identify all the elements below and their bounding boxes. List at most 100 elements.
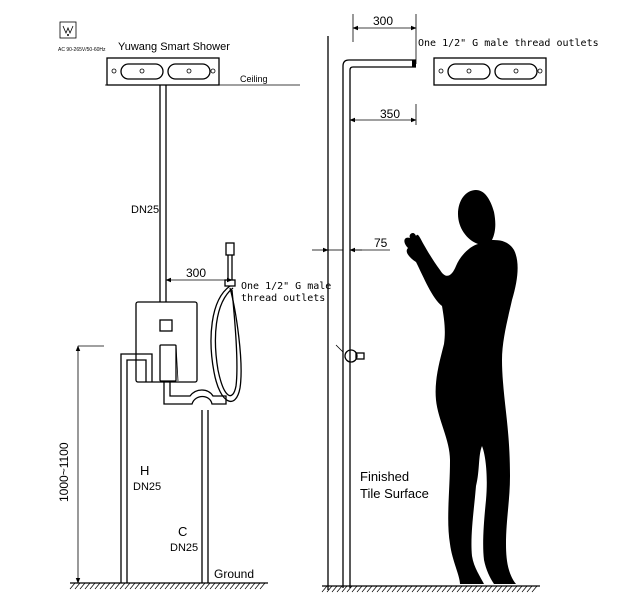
ground-hatch-mark: [431, 585, 438, 593]
ground-hatch-mark: [436, 585, 443, 593]
ground-hatch-mark: [476, 585, 483, 593]
outlet-right-label: One 1/2" G male thread outlets: [418, 38, 599, 49]
ground-hatch-mark: [396, 585, 403, 593]
ground-hatch-mark: [184, 582, 191, 590]
ground-hatch-mark: [326, 585, 333, 593]
ground-hatch-mark: [411, 585, 418, 593]
ground-hatch-mark: [129, 582, 136, 590]
ground-hatch-mark: [74, 582, 81, 590]
ground-hatch-mark: [139, 582, 146, 590]
mixing-valve: [335, 344, 365, 363]
ground-hatch-mark: [351, 585, 358, 593]
ground-hatch-mark: [149, 582, 156, 590]
ground-hatch-mark: [84, 582, 91, 590]
ground-hatch-mark: [466, 585, 473, 593]
ground-hatch-mark: [99, 582, 106, 590]
ground-hatch-mark: [174, 582, 181, 590]
ground-hatch-mark: [446, 585, 453, 593]
ground-hatch-mark: [244, 582, 251, 590]
ground-hatch-mark: [366, 585, 373, 593]
ground-hatch-mark: [214, 582, 221, 590]
ground-hatch-mark: [356, 585, 363, 593]
smart-shower-control-box: [135, 301, 198, 383]
ground-hatch-mark: [194, 582, 201, 590]
shower-column: [342, 59, 416, 588]
ground-hatch-mark: [391, 585, 398, 593]
dimension-350-label: 350: [380, 107, 400, 121]
pipe-dn25-label: DN25: [131, 204, 159, 216]
ground-hatch-mark: [336, 585, 343, 593]
ground-hatch-mark: [441, 585, 448, 593]
ground-hatch-mark: [406, 585, 413, 593]
ground-hatch-mark: [401, 585, 408, 593]
supply-pipe-dn25: [159, 85, 167, 302]
ground-hatch-mark: [361, 585, 368, 593]
ground-hatch-mark: [104, 582, 111, 590]
ground-hatch-mark: [169, 582, 176, 590]
ground-hatch-mark: [239, 582, 246, 590]
hot-water-pipe: [120, 353, 153, 583]
ground-hatch-mark: [381, 585, 388, 593]
ground-hatch-mark: [331, 585, 338, 593]
ground-right: [321, 585, 540, 593]
height-dimension: [75, 345, 104, 584]
shower-hose: [210, 285, 242, 402]
ground-hatch-mark: [426, 585, 433, 593]
ground-hatch-mark: [341, 585, 348, 593]
cold-letter: C: [178, 524, 187, 539]
ground-left: [69, 582, 268, 590]
ground-hatch-mark: [371, 585, 378, 593]
ground-hatch-mark: [109, 582, 116, 590]
ground-hatch-mark: [79, 582, 86, 590]
ground-hatch-mark: [124, 582, 131, 590]
ceiling-shower-head-left: [106, 57, 220, 86]
ground-hatch-mark: [234, 582, 241, 590]
height-range-label: 1000~1100: [57, 442, 71, 502]
ground-hatch-mark: [229, 582, 236, 590]
ground-hatch-mark: [481, 585, 488, 593]
certification-mark-icon: [59, 21, 77, 39]
ground-hatch-mark: [526, 585, 533, 593]
ground-hatch-mark: [501, 585, 508, 593]
ground-hatch-mark: [94, 582, 101, 590]
ground-hatch-mark: [134, 582, 141, 590]
hand-shower: [224, 242, 236, 287]
ground-hatch-mark: [224, 582, 231, 590]
ground-hatch-mark: [516, 585, 523, 593]
ground-hatch-mark: [204, 582, 211, 590]
ground-hatch-mark: [491, 585, 498, 593]
outlet-left-label-1: One 1/2" G male: [241, 281, 331, 292]
ground-hatch-mark: [506, 585, 513, 593]
ground-hatch-mark: [199, 582, 206, 590]
ground-hatch-mark: [511, 585, 518, 593]
ground-hatch-mark: [164, 582, 171, 590]
ground-hatch-mark: [471, 585, 478, 593]
finished-label-2: Tile Surface: [360, 486, 429, 501]
ground-hatch-mark: [119, 582, 126, 590]
ground-hatch-mark: [451, 585, 458, 593]
ground-hatch-mark: [346, 585, 353, 593]
dimension-300-top: [352, 14, 417, 64]
dimension-300-top-label: 300: [373, 14, 393, 28]
ground-hatch-mark: [421, 585, 428, 593]
ground-hatch-mark: [386, 585, 393, 593]
ground-hatch-mark: [461, 585, 468, 593]
product-title: Yuwang Smart Shower: [118, 41, 230, 53]
ground-hatch-mark: [179, 582, 186, 590]
ground-hatch-mark: [219, 582, 226, 590]
cold-dn25: DN25: [170, 542, 198, 554]
ground-hatch-mark: [496, 585, 503, 593]
ground-hatch-mark: [259, 582, 266, 590]
hot-letter: H: [140, 463, 149, 478]
dimension-350: [349, 104, 417, 125]
ground-hatch-mark: [114, 582, 121, 590]
ground-hatch-mark: [486, 585, 493, 593]
ground-hatch-mark: [254, 582, 261, 590]
person-silhouette: [404, 190, 518, 584]
finished-label-1: Finished: [360, 469, 409, 484]
ground-hatch-mark: [89, 582, 96, 590]
ground-hatch-mark: [416, 585, 423, 593]
ground-hatch-mark: [189, 582, 196, 590]
ground-hatch-mark: [69, 582, 76, 590]
